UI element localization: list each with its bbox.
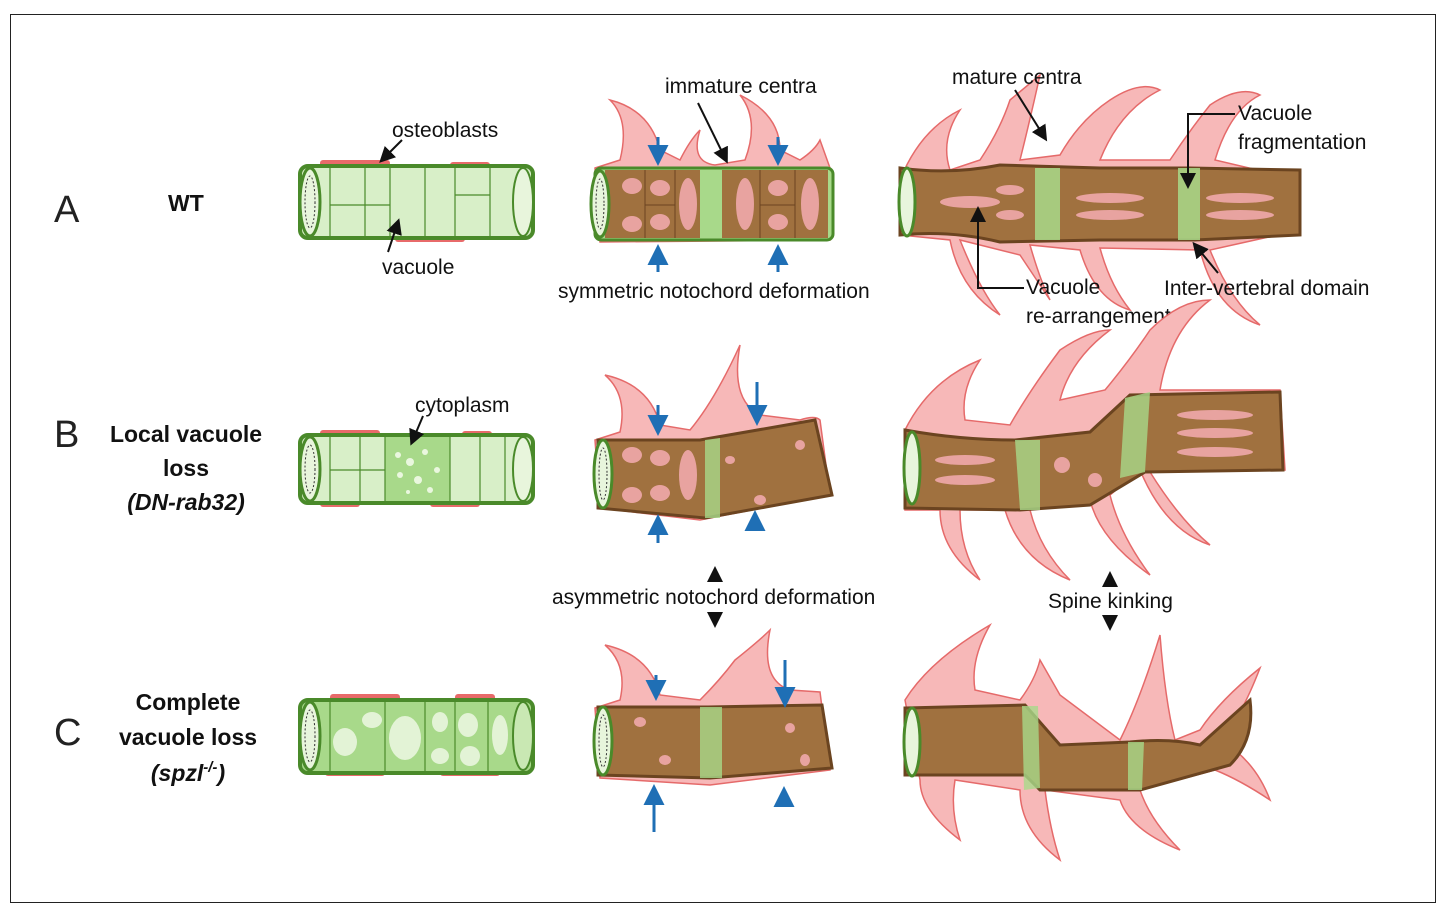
- label-asymmetric-deformation: asymmetric notochord deformation: [552, 586, 875, 609]
- label-vacuole-fragmentation-line2: fragmentation: [1238, 131, 1366, 154]
- label-vacuole: vacuole: [382, 256, 454, 279]
- label-vacuole-fragmentation-line1: Vacuole: [1238, 102, 1312, 125]
- label-immature-centra: immature centra: [665, 75, 817, 98]
- notochord-local-loss-immature: [594, 345, 832, 520]
- row-c-letter: C: [54, 712, 81, 754]
- notochord-wt-early: [300, 160, 533, 242]
- row-c-title-line3: (spzl-/-): [151, 759, 225, 786]
- notochord-complete-loss-immature: [594, 630, 832, 785]
- label-symmetric-deformation: symmetric notochord deformation: [558, 280, 870, 303]
- row-a-letter: A: [54, 189, 80, 231]
- label-cytoplasm: cytoplasm: [415, 394, 510, 417]
- label-intervertebral-domain: Inter-vertebral domain: [1164, 277, 1369, 300]
- label-osteoblasts: osteoblasts: [392, 119, 498, 142]
- row-b-title-line2: loss: [163, 455, 209, 481]
- row-b-letter: B: [54, 414, 79, 456]
- row-b-title-line3: (DN-rab32): [127, 489, 245, 515]
- notochord-wt-immature: [591, 95, 833, 242]
- row-a-title: WT: [168, 190, 204, 216]
- spine-complete-loss-mature: [904, 625, 1270, 860]
- label-vacuole-rearrangement-line2: re-arrangement: [1026, 305, 1171, 328]
- label-spine-kinking: Spine kinking: [1048, 590, 1173, 613]
- notochord-complete-loss-early: [300, 694, 533, 776]
- row-c-title-line2: vacuole loss: [119, 724, 257, 750]
- label-vacuole-rearrangement-line1: Vacuole: [1026, 276, 1100, 299]
- notochord-local-loss-early: [300, 430, 533, 507]
- spine-local-loss-mature: [904, 300, 1285, 580]
- row-c-title-line1: Complete: [136, 689, 241, 715]
- label-mature-centra: mature centra: [952, 66, 1082, 89]
- row-b-title-line1: Local vacuole: [110, 421, 262, 447]
